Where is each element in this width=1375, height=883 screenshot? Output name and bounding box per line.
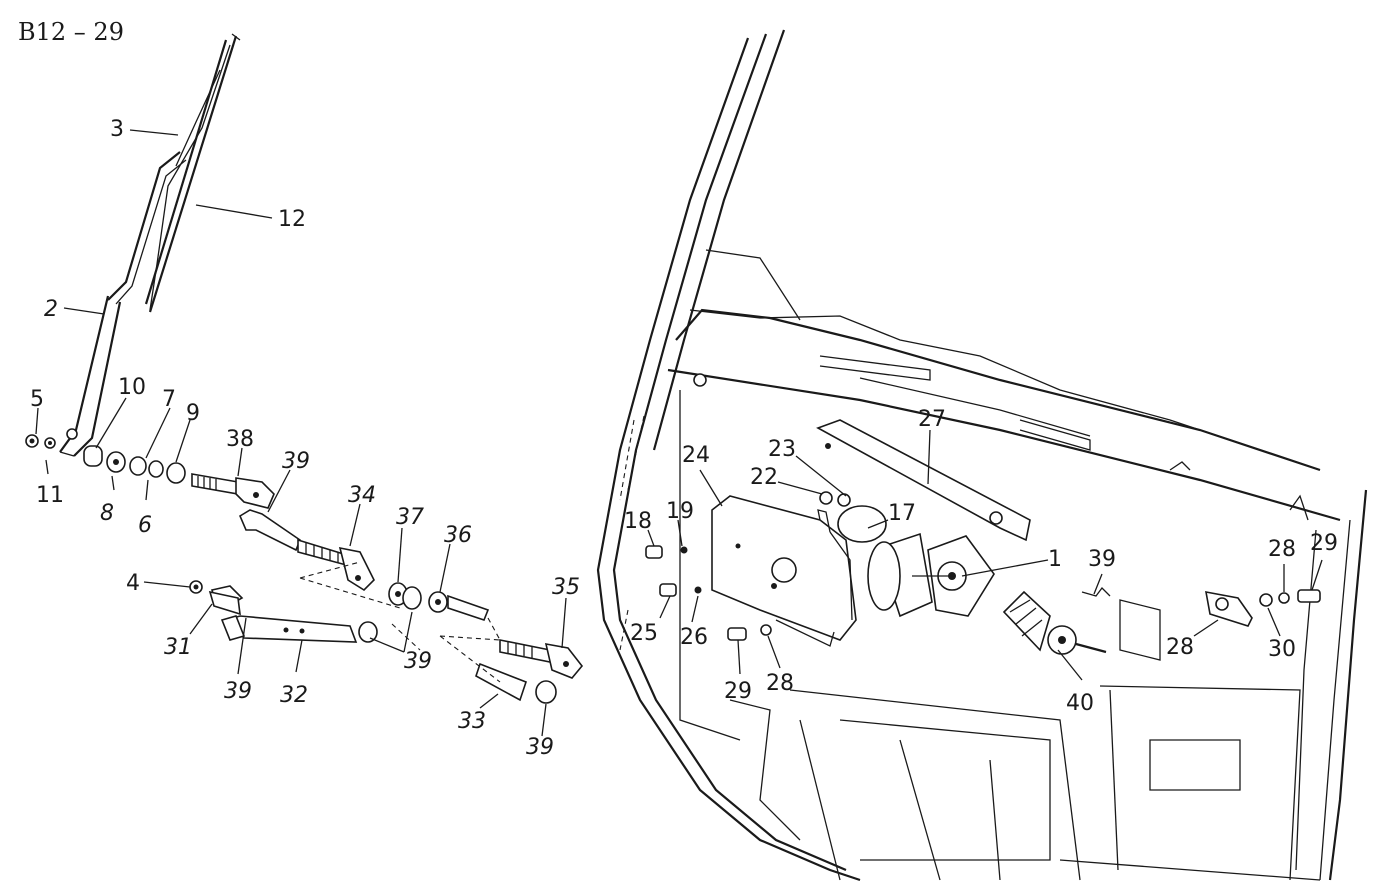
callout-9: 9 xyxy=(186,401,200,426)
callout-24: 26 xyxy=(680,625,708,650)
callout-10: 10 xyxy=(118,375,146,400)
left-leader-lines xyxy=(35,129,567,737)
right-leader-lines xyxy=(647,429,1323,681)
callout-35: 36 xyxy=(444,523,472,548)
callout-33: 34 xyxy=(348,483,376,508)
spindle-parts xyxy=(25,434,275,509)
callout-40: 40 xyxy=(1066,691,1094,716)
callout-31: 32 xyxy=(280,683,308,708)
diagram-code: B12 – 29 xyxy=(18,18,124,46)
callout-19: 19 xyxy=(666,499,694,524)
callout-22: 24 xyxy=(682,443,710,468)
callout-12: 12 xyxy=(278,207,306,232)
callout-26-lower: 28 xyxy=(766,671,794,696)
callout-labels: 3 12 2 5 10 7 9 38 11 8 6 39 34 37 36 4 … xyxy=(30,117,1338,760)
callout-38-middle: 39 xyxy=(404,649,432,674)
callout-38-upper: 39 xyxy=(282,449,310,474)
callout-38-lower: 39 xyxy=(526,735,554,760)
callout-4: 4 xyxy=(126,571,140,596)
callout-5: 5 xyxy=(30,387,44,412)
callout-3: 3 xyxy=(110,117,124,142)
callout-30: 31 xyxy=(164,635,192,660)
callout-1: 1 xyxy=(1048,547,1062,572)
callout-25-upper: 29 xyxy=(1310,531,1338,556)
callout-18: 18 xyxy=(624,509,652,534)
callout-20: 22 xyxy=(750,465,778,490)
callout-32: 33 xyxy=(458,709,486,734)
callout-7: 7 xyxy=(162,387,176,412)
callout-29: 30 xyxy=(1268,637,1296,662)
wiper-arm-assembly xyxy=(59,33,241,457)
callout-6: 6 xyxy=(138,513,152,538)
callout-26-upper: 28 xyxy=(1268,537,1296,562)
cab-body-outline xyxy=(596,29,1368,882)
linkage-rods xyxy=(189,509,584,704)
callout-25-lower: 29 xyxy=(724,679,752,704)
callout-34: 35 xyxy=(552,575,580,600)
callout-36: 37 xyxy=(396,505,424,530)
callout-23: 25 xyxy=(630,621,658,646)
callout-39: 39 xyxy=(1088,547,1116,572)
wiper-motor-assembly xyxy=(645,419,1321,655)
callout-27: 27 xyxy=(918,407,946,432)
callout-2: 2 xyxy=(44,297,58,322)
callout-37: 38 xyxy=(226,427,254,452)
callout-28: 28 xyxy=(1166,635,1194,660)
callout-21: 23 xyxy=(768,437,796,462)
callout-8: 8 xyxy=(100,501,114,526)
callout-38-left: 39 xyxy=(224,679,252,704)
callout-17: 17 xyxy=(888,501,916,526)
callout-11: 11 xyxy=(36,483,64,508)
